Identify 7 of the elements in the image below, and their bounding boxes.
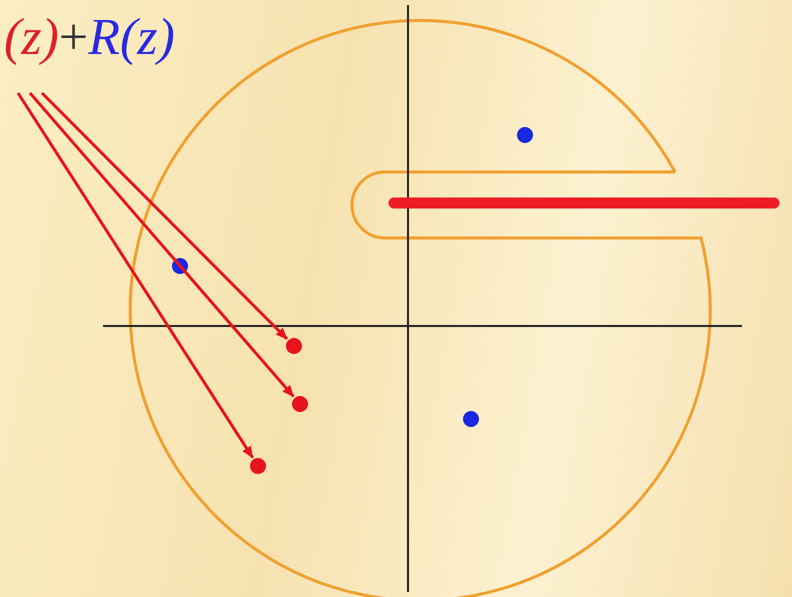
point-dot xyxy=(286,338,302,354)
formula-text: (z)+R(z) xyxy=(4,8,175,68)
leader-line xyxy=(16,92,254,458)
leader-line xyxy=(40,92,288,340)
leader-line xyxy=(28,92,295,398)
point-dot xyxy=(250,458,266,474)
point-dot xyxy=(292,396,308,412)
